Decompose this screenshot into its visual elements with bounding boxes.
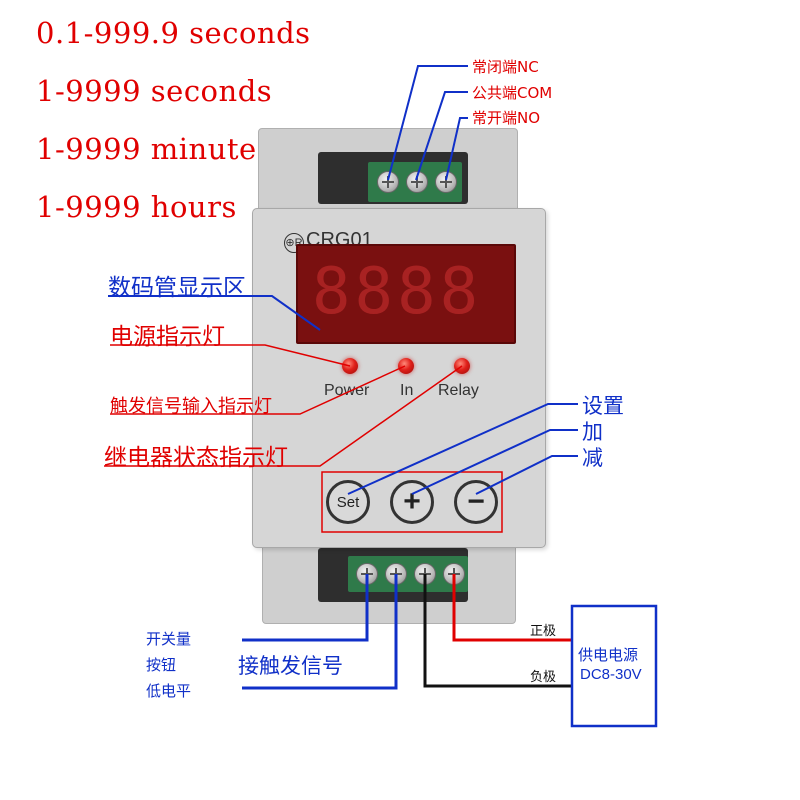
trigger-input-label: 接触发信号	[238, 654, 343, 678]
display-leader-line	[108, 295, 321, 331]
power-indicator-label: 电源指示灯	[110, 324, 225, 350]
button-group-box	[321, 471, 503, 533]
led-display	[296, 244, 516, 344]
trigger-leader-line	[110, 365, 406, 415]
relay-indicator-label: 继电器状态指示灯	[104, 445, 288, 471]
range-line-4: 1-9999 hours	[36, 190, 237, 224]
terminal-no-screw	[435, 171, 457, 193]
power-supply-voltage: DC8-30V	[580, 666, 642, 683]
minus-button[interactable]: −	[454, 480, 498, 524]
display-digits: 8888	[312, 255, 483, 329]
power-leader-line	[110, 344, 351, 367]
in-led	[398, 358, 414, 374]
no-label: 常开端NO	[472, 109, 541, 127]
negative-label: 负极	[530, 670, 557, 685]
range-line-2: 1-9999 seconds	[36, 74, 273, 108]
trigger-type-switch: 开关量	[146, 630, 192, 648]
range-line-1: 0.1-999.9 seconds	[36, 16, 311, 50]
in-led-label: In	[400, 382, 414, 399]
range-line-3: 1-9999 minutes	[36, 132, 273, 166]
trigger-type-low-level: 低电平	[146, 682, 192, 700]
trigger-wire-2	[242, 574, 398, 690]
terminal-com-screw	[406, 171, 428, 193]
positive-label: 正极	[530, 624, 557, 639]
set-leader-line	[347, 403, 578, 495]
subtract-label: 减	[582, 446, 603, 470]
trigger-type-button: 按钮	[146, 656, 177, 674]
trigger-wire-1	[242, 574, 369, 642]
set-label: 设置	[582, 394, 624, 418]
relay-led-label: Relay	[438, 382, 479, 399]
display-area-label: 数码管显示区	[108, 275, 246, 301]
nc-leader-line	[387, 65, 468, 181]
subtract-leader-line	[475, 455, 578, 495]
add-label: 加	[582, 420, 603, 444]
add-leader-line	[411, 429, 578, 495]
positive-wire	[452, 574, 572, 642]
terminal-nc-screw	[377, 171, 399, 193]
negative-wire	[423, 574, 572, 688]
com-label: 公共端COM	[472, 84, 553, 102]
nc-label: 常闭端NC	[472, 58, 539, 76]
minus-icon: −	[467, 485, 485, 518]
power-supply-title: 供电电源	[578, 646, 639, 664]
plus-icon: +	[403, 485, 421, 518]
relay-leader-line	[104, 365, 463, 467]
power-led-label: Power	[324, 382, 370, 399]
com-leader-line	[415, 91, 468, 181]
no-leader-line	[445, 117, 468, 181]
power-supply-box	[570, 604, 658, 728]
trigger-indicator-label: 触发信号输入指示灯	[110, 396, 272, 417]
set-button-label: Set	[336, 493, 360, 511]
